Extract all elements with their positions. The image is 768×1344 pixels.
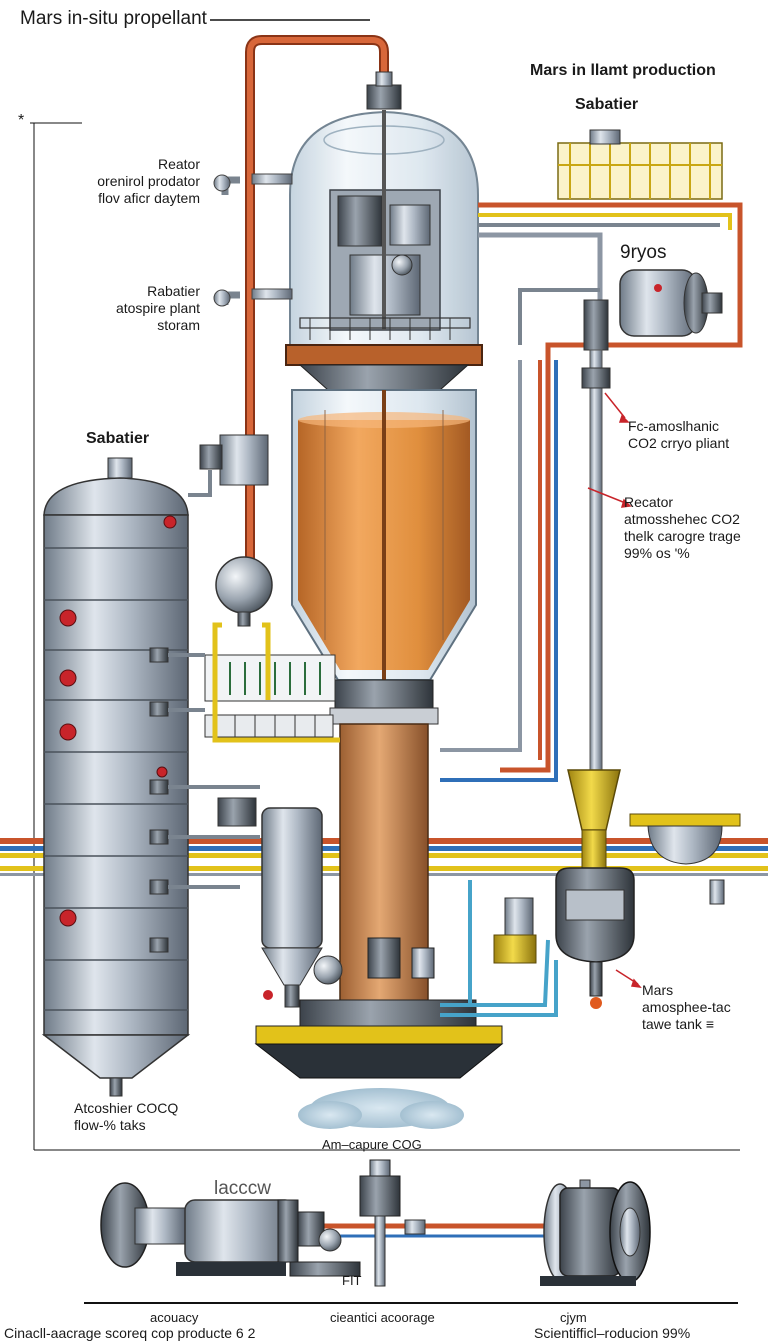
reactor-liquid-vessel	[291, 389, 477, 1030]
funnel-assembly	[555, 769, 635, 1009]
header-main: Mars in llamt production	[530, 62, 716, 79]
bowl-unit	[629, 813, 741, 905]
reactor-column	[339, 723, 429, 1035]
label-cryo-code: 9ryos	[620, 242, 667, 263]
reactor-collar	[298, 364, 470, 391]
vapor-cloud	[298, 1088, 464, 1129]
label-capture: Am–capure COG	[322, 1137, 422, 1152]
footer-left-top: acouacy	[150, 1310, 199, 1325]
pump-train	[100, 1159, 651, 1287]
yellow-loop-pipe-2	[262, 622, 271, 700]
column-base	[254, 937, 504, 1079]
sphere-vessel	[199, 434, 273, 627]
footer-mid: cieantici acoorage	[330, 1310, 435, 1325]
page-title: Mars in-situ propellant	[20, 8, 207, 29]
cyan-return-pipes	[440, 880, 558, 1017]
corner-mark: *	[18, 112, 25, 129]
footer-right-top: cjym	[560, 1310, 587, 1325]
copper-riser-pipe	[213, 35, 389, 560]
reactor-dome	[251, 71, 479, 346]
label-pump-tag: FIT	[342, 1273, 362, 1288]
footer-right: Scientifficl–roducion 99%	[534, 1325, 691, 1341]
column-top-deck	[334, 679, 434, 709]
cryo-unit	[619, 269, 723, 337]
label-sabatier-block: Rabatier atospire plant storam	[115, 283, 200, 333]
callout-arrows	[587, 392, 642, 988]
left-storage-tank	[41, 457, 191, 1097]
label-recator-block: Recator atmosshehec CO2 thelk carogre tr…	[624, 494, 741, 561]
label-reactor-block: Reator orenirol prodator flov aficr dayt…	[97, 156, 200, 206]
right-standpipe	[581, 299, 611, 771]
tank-feed-pipes	[168, 470, 260, 889]
small-vessel	[217, 797, 343, 1008]
header-sub: Sabatier	[575, 96, 639, 113]
reactor-flange	[285, 344, 483, 366]
label-pump: lacccw	[214, 1178, 272, 1199]
roof-rack	[557, 129, 723, 200]
label-cryo-plant: Fc-amoslhanic CO2 crryo pliant	[628, 418, 730, 451]
label-mars-tank: Mars amosphee-tac tawe tank ≡	[642, 982, 731, 1032]
yellow-loop-pipe	[212, 622, 340, 743]
column-deck-rail	[329, 707, 439, 725]
upper-right-pipes	[440, 202, 743, 782]
footer-left: Cinacll-aacrage scoreq cop producte 6 2	[4, 1325, 256, 1341]
label-tank-bottom: Atcoshier COCQ flow-% taks	[74, 1100, 179, 1133]
label-tank-title: Sabatier	[86, 430, 150, 447]
yellow-canister	[493, 897, 537, 964]
